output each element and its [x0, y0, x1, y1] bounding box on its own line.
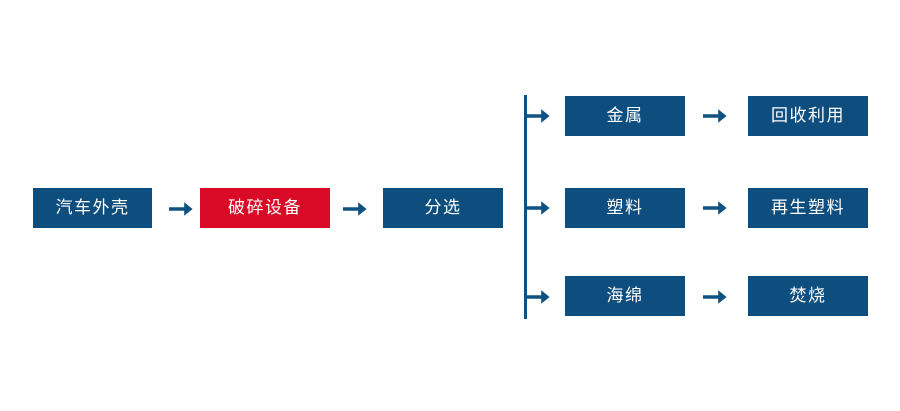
node-input-car-shell[interactable]: 汽车外壳	[33, 188, 152, 228]
node-sponge[interactable]: 海绵	[565, 276, 685, 316]
branch-arrow-to-plastic-icon	[526, 197, 550, 219]
arrow-plastic-to-output-icon	[703, 197, 727, 219]
node-sorting[interactable]: 分选	[383, 188, 503, 228]
arrow-input-to-crusher-icon	[169, 198, 193, 220]
node-sponge-output-incineration[interactable]: 焚烧	[748, 276, 868, 316]
node-metal[interactable]: 金属	[565, 96, 685, 136]
arrow-sponge-to-output-icon	[703, 286, 727, 308]
node-plastic-output-regenerated[interactable]: 再生塑料	[748, 188, 868, 228]
vertical-split-line	[524, 95, 527, 319]
node-metal-output-recycle[interactable]: 回收利用	[748, 96, 868, 136]
node-plastic[interactable]: 塑料	[565, 188, 685, 228]
branch-arrow-to-metal-icon	[526, 105, 550, 127]
branch-arrow-to-sponge-icon	[526, 286, 550, 308]
arrow-metal-to-output-icon	[703, 105, 727, 127]
arrow-crusher-to-sorting-icon	[343, 198, 367, 220]
node-crusher-equipment[interactable]: 破碎设备	[200, 188, 330, 228]
